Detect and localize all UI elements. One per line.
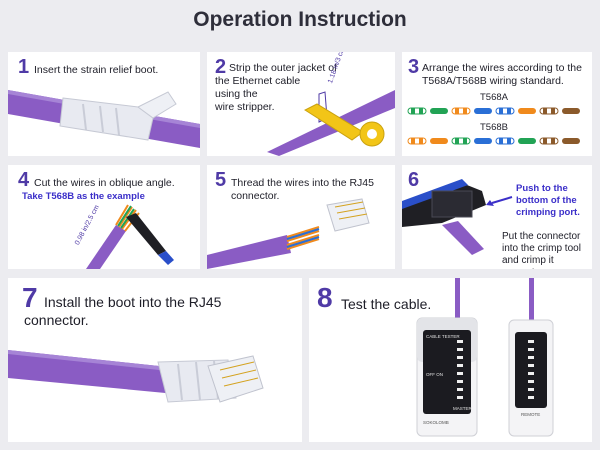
step-text-line1: Install the boot into the RJ45 [44,294,222,310]
step-number: 1 [18,56,30,78]
step-5-panel: 5 Thread the wires into the RJ45 connect… [207,165,395,269]
step-3-panel: 3 Arrange the wires according to the T56… [402,52,592,156]
step-text: Insert the strain relief boot. [34,64,159,76]
step-2-panel: 2 Strip the outer jacket of the Ethernet… [207,52,395,156]
push-text-line3: crimping port. [516,207,580,218]
step-text-line2: connector. [24,312,89,328]
step-4-panel: 4 Cut the wires in oblique angle. Take T… [8,165,200,269]
step-text-line3: and crimp it securely. [502,255,554,269]
crimp-tool-illustration [402,179,513,255]
step-7-panel: 7 Install the boot into the RJ45 connect… [8,278,302,442]
step-text-line2: T568A/T568B wiring standard. [422,75,564,87]
step-number: 6 [408,169,420,191]
cable-tester-illustration [416,278,554,437]
step-text-line2: connector. [231,190,280,202]
wire-cutter-illustration [86,204,174,269]
boot-install-illustration [8,350,264,403]
step-number: 7 [22,282,38,313]
remote-label: REMOTE [521,412,541,417]
step-text-line1: Put the connector [502,231,581,242]
push-text-line1: Push to the [516,183,568,194]
step-text-line1: Arrange the wires according to the [422,62,582,74]
step-number: 4 [18,169,30,191]
step-8-panel: 8 Test the cable. CABLE TESTER OFF ON MA… [309,278,592,442]
standard-b-label: T568B [480,122,508,133]
master-label: MASTER [453,406,472,411]
step-text: Test the cable. [341,296,432,312]
wiring-standard-diagram [407,107,580,145]
step-text-line3: using the [215,88,258,100]
step-text-line2: the Ethernet cable [215,75,301,87]
standard-a-label: T568A [480,92,508,103]
page-title: Operation Instruction [193,8,407,31]
step-number: 5 [215,169,227,191]
step-number: 8 [317,282,333,313]
rj45-threading-illustration [207,198,370,269]
step-1-panel: 1 Insert the strain relief boot. [8,52,200,156]
step-text-line1: Cut the wires in oblique angle. [34,177,175,189]
wire-stripper-illustration [267,90,395,156]
push-text-line2: bottom of the [516,195,577,206]
step-number: 2 [215,56,227,78]
step-text-line4: wire stripper. [215,101,275,113]
step-text-line2: into the crimp tool [502,243,581,254]
cable-boot-illustration [8,90,200,148]
cable-tester-label: CABLE TESTER [426,334,460,339]
step-number: 3 [408,56,420,78]
step-text-line2: Take T568B as the example [22,191,145,202]
step-text-line1: Thread the wires into the RJ45 [231,177,374,189]
step-text-line1: Strip the outer jacket of [229,62,337,74]
step-6-panel: 6 Push to the bottom of the crimping por… [402,165,592,269]
brand-label: SOKOLOMB [423,420,449,425]
power-switch-label: OFF ON [426,372,443,377]
